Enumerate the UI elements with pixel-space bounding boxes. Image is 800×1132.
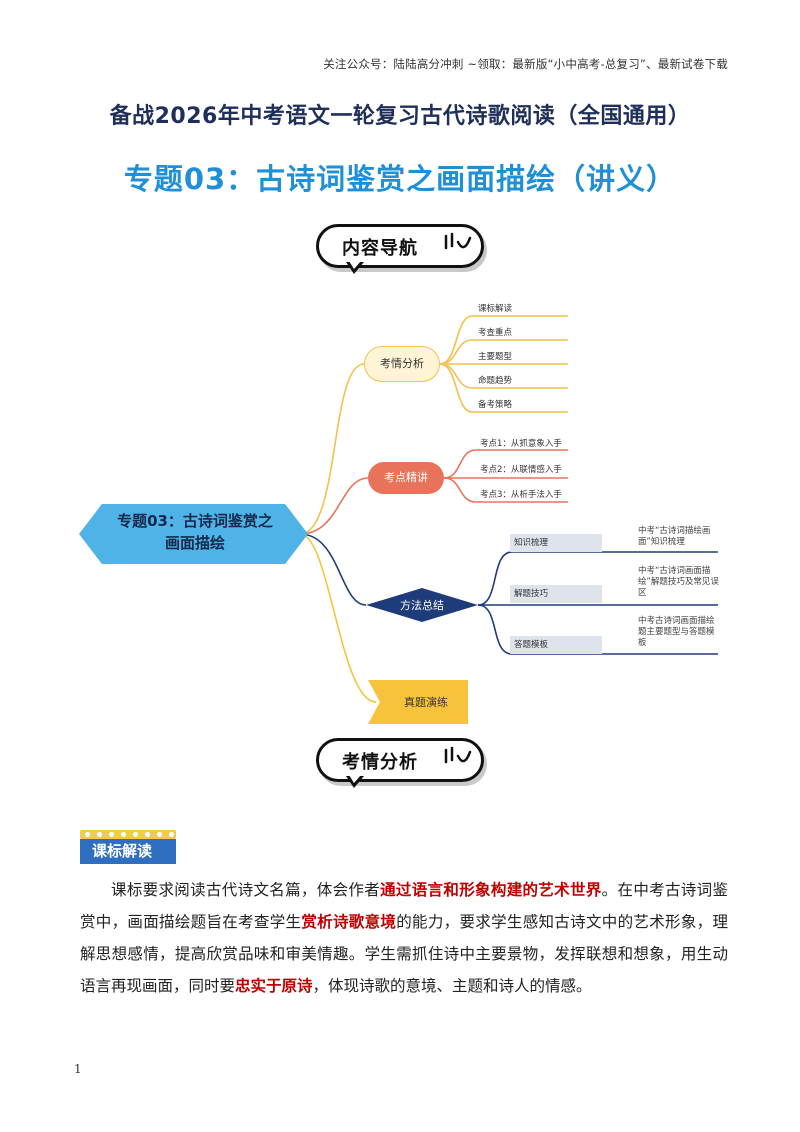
mindmap-node-zhenti: 真题演练 bbox=[404, 696, 448, 709]
mindmap-root-shape bbox=[79, 504, 308, 564]
branch-line-kaoqing bbox=[299, 363, 365, 535]
method-label-1: 知识梳理 bbox=[510, 534, 602, 552]
para-text-4: ，体现诗歌的意境、主题和诗人的情感。 bbox=[312, 977, 592, 995]
method-label-3: 答题模板 bbox=[510, 636, 602, 654]
leaf-kaodian-1: 考点1：从抓意象入手 bbox=[480, 439, 562, 449]
nav-bubble: 内容导航 bbox=[316, 224, 486, 274]
para-highlight-2: 赏析诗歌意境 bbox=[301, 912, 397, 931]
method-desc-3: 中考古诗词画面描绘题主要题型与答题模板 bbox=[638, 616, 715, 648]
leaf-kaoqing-5: 备考策略 bbox=[478, 400, 513, 410]
badge-dot bbox=[85, 832, 90, 837]
method-label-2: 解题技巧 bbox=[510, 585, 602, 603]
kebiao-paragraph: 课标要求阅读古代诗文名篇，体会作者通过语言和形象构建的艺术世界。在中考古诗词鉴赏… bbox=[80, 874, 728, 1002]
leaf-kaoqing-4: 命题趋势 bbox=[478, 376, 513, 386]
page-number: 1 bbox=[74, 1062, 82, 1076]
leaf-kaodian-2: 考点2：从联情感入手 bbox=[480, 465, 562, 475]
para-highlight-1: 通过语言和形象构建的艺术世界 bbox=[380, 880, 602, 899]
leaf-kaoqing-1: 课标解读 bbox=[478, 304, 513, 314]
leaf-kaoqing-2: 考查重点 bbox=[478, 328, 513, 338]
bubble-shape bbox=[316, 224, 484, 268]
squiggle-icon bbox=[444, 746, 472, 764]
kaoqing-bubble: 考情分析 bbox=[316, 738, 486, 788]
bubble-tail-inner bbox=[349, 261, 361, 269]
main-title: 备战2026年中考语文一轮复习古代诗歌阅读（全国通用） bbox=[109, 104, 691, 129]
para-text-1: 课标要求阅读古代诗文名篇，体会作者 bbox=[111, 881, 381, 899]
para-text-3: 的能力，要求学生感知古诗文中的艺术形象，理解思想感情，提高欣赏品味和审美情趣。学… bbox=[80, 913, 728, 995]
bubble-tail-inner-2 bbox=[349, 775, 361, 783]
kaoqing-bubble-label: 考情分析 bbox=[342, 752, 418, 773]
section-badge-label: 课标解读 bbox=[80, 839, 176, 864]
root-line-2: 画面描绘 bbox=[164, 534, 225, 552]
method-desc-1: 中考“古诗词描绘画面”知识梳理 bbox=[638, 526, 711, 547]
branch-line-fangfa bbox=[299, 533, 367, 606]
para-highlight-3: 忠实于原诗 bbox=[235, 976, 313, 995]
root-line-1: 专题03：古诗词鉴赏之 bbox=[117, 512, 273, 530]
bubble-shape-2 bbox=[316, 738, 484, 782]
mindmap-node-kaoqing: 考情分析 bbox=[364, 346, 440, 382]
header-note: 关注公众号：陆陆高分冲刺 ~领取：最新版“小中高考-总复习”、最新试卷下载 bbox=[323, 57, 728, 71]
badge-dot bbox=[133, 832, 138, 837]
branch-line-kaodian bbox=[299, 477, 369, 535]
leaf-kaodian-3: 考点3：从析手法入手 bbox=[480, 490, 562, 500]
badge-dot bbox=[97, 832, 102, 837]
badge-dot bbox=[109, 832, 114, 837]
badge-dot bbox=[145, 832, 150, 837]
mindmap-node-fangfa: 方法总结 bbox=[400, 599, 444, 612]
leaf-kaoqing-3: 主要题型 bbox=[478, 352, 513, 362]
badge-dot bbox=[121, 832, 126, 837]
mindmap-node-zhenti-shape bbox=[368, 680, 468, 724]
mindmap-node-kaodian: 考点精讲 bbox=[368, 462, 444, 494]
branch-line-zhenti bbox=[299, 533, 377, 703]
section-badge: 课标解读 bbox=[80, 830, 176, 864]
badge-dots bbox=[80, 830, 176, 839]
sub-title: 专题03：古诗词鉴赏之画面描绘（讲义） bbox=[123, 162, 677, 196]
badge-dot bbox=[157, 832, 162, 837]
para-text-2: 。在中考古诗词鉴赏中，画面描绘题旨在考查学生 bbox=[80, 881, 728, 931]
squiggle-icon bbox=[444, 232, 472, 250]
badge-dot bbox=[169, 832, 174, 837]
method-desc-2: 中考“古诗词画面描绘”解题技巧及常见误区 bbox=[638, 566, 719, 598]
mindmap-root-label: 专题03：古诗词鉴赏之 画面描绘 bbox=[90, 510, 300, 554]
nav-bubble-label: 内容导航 bbox=[342, 238, 418, 259]
